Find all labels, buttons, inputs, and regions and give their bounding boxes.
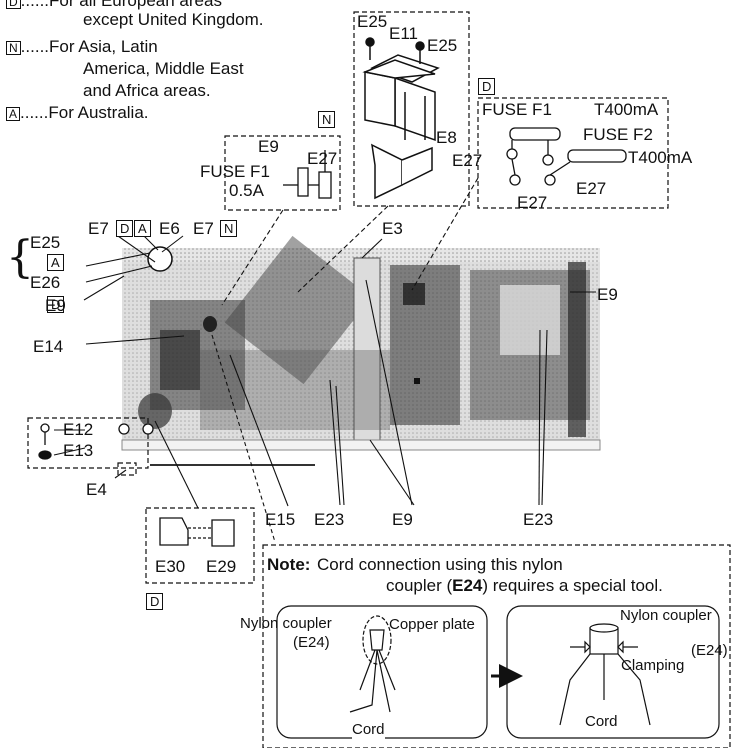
legend-a-line: A......For Australia. bbox=[6, 103, 149, 122]
label-e26: E26 bbox=[30, 273, 61, 292]
label-fuse-f1-t-rating: T400mA bbox=[594, 100, 659, 119]
note-left-e24: (E24) bbox=[293, 634, 330, 651]
label-e14: E14 bbox=[33, 337, 64, 356]
label-e27-a: E27 bbox=[452, 151, 483, 170]
label-fuse-f2: FUSE F2 bbox=[583, 125, 653, 144]
label-e15: E15 bbox=[265, 510, 296, 529]
label-e9-bottom: E9 bbox=[392, 510, 413, 529]
label-e6: E6 bbox=[159, 219, 180, 238]
label-e30: E30 bbox=[155, 557, 186, 576]
leader-lines bbox=[53, 177, 596, 543]
label-e12: E12 bbox=[63, 420, 94, 439]
label-e25-left: E25 bbox=[30, 233, 61, 252]
note-left-cord: Cord bbox=[352, 720, 385, 739]
fuse-d-callout-box bbox=[477, 97, 669, 209]
note-label: Note: bbox=[267, 555, 311, 574]
label-e29: E29 bbox=[206, 557, 237, 576]
fuse-n-callout-box bbox=[224, 135, 341, 211]
label-e27-b: E27 bbox=[576, 179, 607, 198]
label-fuse-f1-n: FUSE F1 bbox=[200, 162, 270, 181]
label-e9-fuse: E9 bbox=[258, 137, 279, 156]
note-box bbox=[262, 544, 731, 748]
label-e13: E13 bbox=[63, 441, 94, 460]
legend-d-line-2: except United Kingdom. bbox=[83, 10, 264, 29]
label-e23-right: E23 bbox=[523, 510, 554, 529]
d-box-bottom: D bbox=[146, 593, 164, 610]
e4-callout-box bbox=[117, 462, 137, 476]
label-e27-fuse: E27 bbox=[307, 149, 338, 168]
legend-n-line: N......For Asia, Latin bbox=[6, 37, 158, 56]
label-e7-right: E7 bbox=[193, 219, 214, 238]
a-box-left: A bbox=[47, 254, 64, 271]
note-line-1: Cord connection using this nylon bbox=[317, 555, 563, 574]
label-e8: E8 bbox=[436, 128, 457, 147]
label-e9-right: E9 bbox=[597, 285, 618, 304]
label-fuse-f1-t: FUSE F1 bbox=[482, 100, 552, 119]
label-e23-mid: E23 bbox=[314, 510, 345, 529]
note-left-nylon-coupler: Nylon coupler bbox=[240, 615, 332, 632]
chassis-photo bbox=[121, 235, 601, 466]
left-brace: { bbox=[6, 232, 34, 283]
label-e11: E11 bbox=[389, 24, 418, 43]
label-fuse-f1-n-rating: 0.5A bbox=[229, 181, 264, 200]
label-e7-left: E7 bbox=[88, 219, 109, 238]
n-box-fuse: N bbox=[318, 111, 336, 128]
fuse-n-drawing bbox=[283, 150, 332, 199]
note-right-clamping: Clamping bbox=[621, 657, 685, 674]
a-box-e7: A bbox=[134, 220, 151, 237]
transformer-callout-box bbox=[353, 11, 470, 207]
d-box-e7: D bbox=[116, 220, 134, 237]
n-box-e7: N bbox=[220, 220, 238, 237]
note-left-copper-plate: Copper plate bbox=[389, 616, 475, 633]
label-fuse-f2-rating: T400mA bbox=[628, 148, 693, 167]
connector-callout-box bbox=[145, 507, 255, 584]
legend-n-line-2: America, Middle East bbox=[83, 59, 244, 78]
label-e25-top: E25 bbox=[357, 12, 388, 31]
label-e9-left: E9 bbox=[45, 296, 66, 315]
screw-drawing bbox=[38, 423, 154, 460]
d-box-fuse: D bbox=[478, 78, 496, 95]
label-e25-top-right: E25 bbox=[427, 36, 458, 55]
d-box-left: D bbox=[47, 296, 65, 313]
note-right-e24: (E24) bbox=[691, 642, 728, 659]
label-e27-c: E27 bbox=[517, 193, 548, 212]
connector-drawing bbox=[159, 517, 235, 547]
transformer-drawing bbox=[362, 37, 440, 200]
legend-n-line-3: and Africa areas. bbox=[83, 81, 211, 100]
label-e4: E4 bbox=[86, 480, 107, 499]
legend-d-line: D......For all European areas bbox=[6, 0, 222, 10]
label-e3: E3 bbox=[382, 219, 403, 238]
note-right-nylon-coupler: Nylon coupler bbox=[620, 607, 712, 624]
fuse-d-drawing bbox=[506, 127, 627, 186]
note-right-cord: Cord bbox=[585, 712, 618, 731]
screw-callout-box bbox=[27, 417, 149, 469]
note-line-2: coupler (E24) requires a special tool. bbox=[386, 576, 663, 595]
